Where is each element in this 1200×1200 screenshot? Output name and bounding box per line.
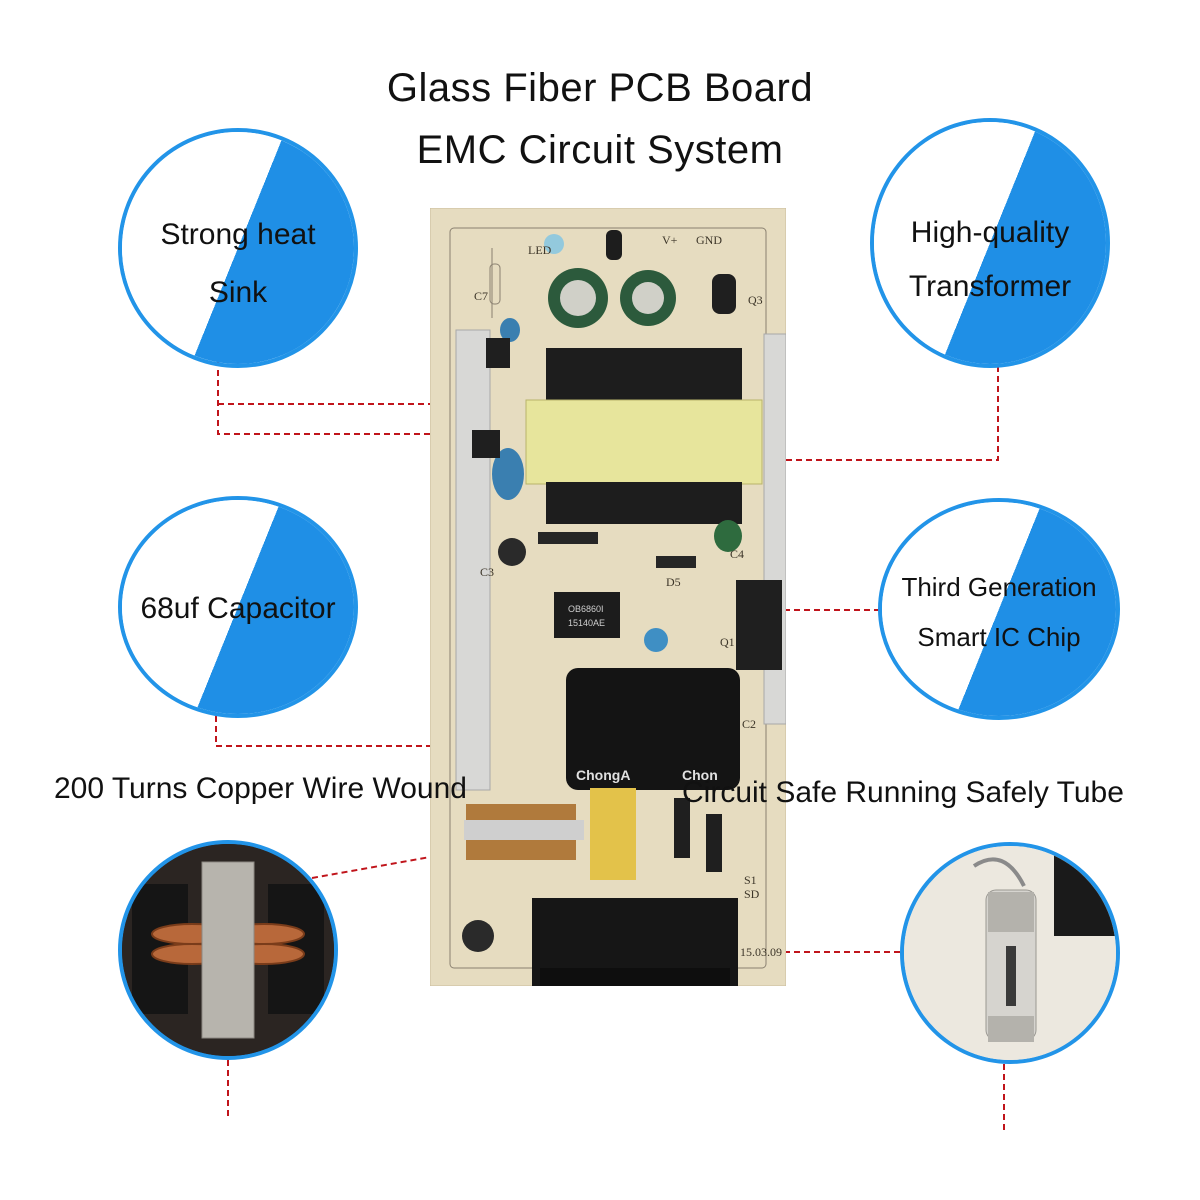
svg-text:LED: LED [528,243,552,257]
heat-sink-label-2: Sink [208,276,268,309]
page-title-line-2: EMC Circuit System [416,128,784,172]
feature-capacitor: 68uf Capacitor [118,496,358,718]
svg-text:D5: D5 [666,575,681,589]
svg-text:OB6860I: OB6860I [568,604,604,614]
common-mode-choke-photo [118,840,338,1060]
feature-ic-chip: Third Generation Smart IC Chip [878,498,1120,720]
ic-chip-label-1: Third Generation [901,572,1097,602]
svg-text:C7: C7 [474,289,488,303]
svg-text:C2: C2 [742,717,756,731]
transformer-label-2: Transformer [908,270,1072,303]
svg-text:15.03.09: 15.03.09 [740,945,782,959]
svg-text:Chon: Chon [682,767,718,783]
svg-text:SD: SD [744,887,760,901]
svg-text:C3: C3 [480,565,494,579]
svg-text:ChongA: ChongA [576,767,630,783]
svg-text:GND: GND [696,233,722,247]
svg-text:V+: V+ [662,233,678,247]
feature-transformer: High-quality Transformer [870,118,1110,368]
svg-text:15140AE: 15140AE [568,618,605,628]
svg-text:Q3: Q3 [748,293,763,307]
svg-text:C4: C4 [730,547,744,561]
svg-text:Q1: Q1 [720,635,735,649]
safety-tube-caption: Circuit Safe Running Safely Tube [682,776,1124,809]
copper-wire-caption: 200 Turns Copper Wire Wound [54,772,467,805]
ic-chip-label-2: Smart IC Chip [917,622,1081,652]
page-title-line-1: Glass Fiber PCB Board [386,66,814,110]
feature-heat-sink: Strong heat Sink [118,128,358,368]
svg-text:S1: S1 [744,873,757,887]
pcb-board-illustration: OB6860I 15140AE ChongA Chon LED V+ GND C… [430,208,786,986]
heat-sink-label-1: Strong heat [160,218,316,251]
glass-fuse-photo [900,842,1120,1064]
capacitor-label: 68uf Capacitor [140,592,336,625]
transformer-label-1: High-quality [910,216,1070,249]
